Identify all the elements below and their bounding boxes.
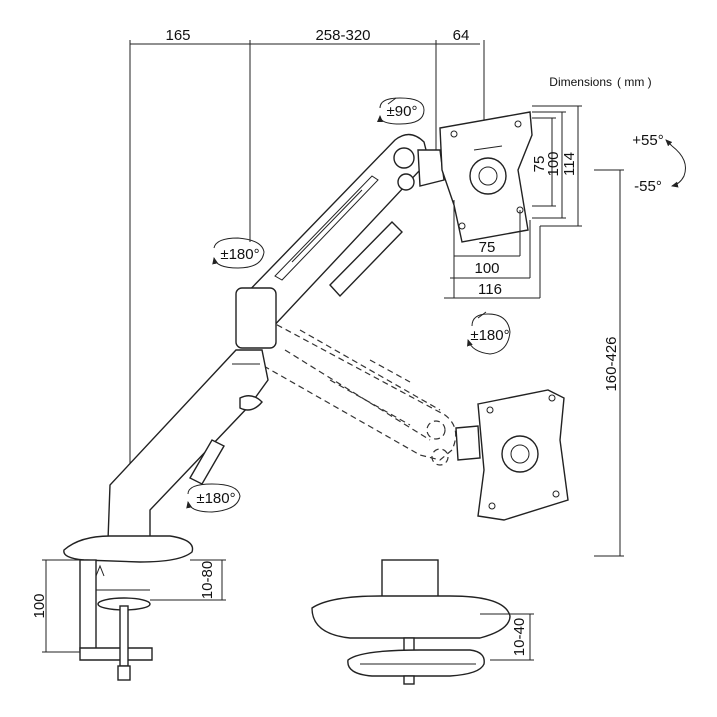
clamp-range-label: 10-80 — [199, 561, 216, 599]
panel-rotation-indicator — [467, 311, 511, 355]
grommet-range-label: 10-40 — [511, 618, 528, 656]
desk-clamp — [63, 535, 194, 681]
head-swivel-label: ±90° — [387, 103, 418, 120]
head-offset-label: 64 — [453, 27, 470, 44]
vesa-v-mid-label: 100 — [545, 151, 562, 176]
base-rotation-indicator — [186, 483, 241, 513]
vesa-horizontal-dimensions — [444, 200, 541, 299]
lowered-arm-dashed — [261, 319, 457, 466]
upper-arm-rotation-label: ±180° — [220, 246, 259, 263]
reach-extension-label: 258-320 — [315, 27, 370, 44]
lower-arm — [107, 287, 277, 541]
tilt-indicator — [665, 139, 686, 188]
vesa-h-small-label: 75 — [479, 239, 496, 256]
height-range-label: 160-426 — [603, 336, 620, 391]
vesa-v-small-label: 75 — [531, 156, 548, 173]
grommet-mount — [311, 559, 511, 685]
tilt-down-label: -55° — [634, 178, 662, 195]
clamp-height-label: 100 — [31, 593, 48, 618]
height-range-dimension — [594, 169, 624, 557]
units-title: Dimensions — [549, 75, 612, 89]
grommet-range-dimension — [480, 613, 534, 661]
units-label: ( mm ) — [617, 75, 652, 89]
vesa-plate-lower — [455, 389, 569, 521]
panel-rotation-label: ±180° — [470, 327, 509, 344]
top-dimension-lines — [129, 40, 485, 470]
tilt-up-label: +55° — [632, 132, 663, 149]
vesa-h-large-label: 116 — [478, 281, 502, 298]
vesa-plate-upper — [439, 111, 533, 243]
vesa-h-mid-label: 100 — [474, 260, 499, 277]
reach-base-label: 165 — [165, 27, 190, 44]
head-swivel-indicator — [377, 97, 425, 125]
vesa-vertical-dimensions — [532, 105, 582, 227]
clamp-height-dimension — [42, 559, 80, 653]
base-rotation-label: ±180° — [196, 490, 235, 507]
vesa-v-large-label: 114 — [561, 152, 578, 176]
upper-arm-rotation-indicator — [212, 237, 265, 269]
clamp-range-dimension — [150, 559, 226, 601]
